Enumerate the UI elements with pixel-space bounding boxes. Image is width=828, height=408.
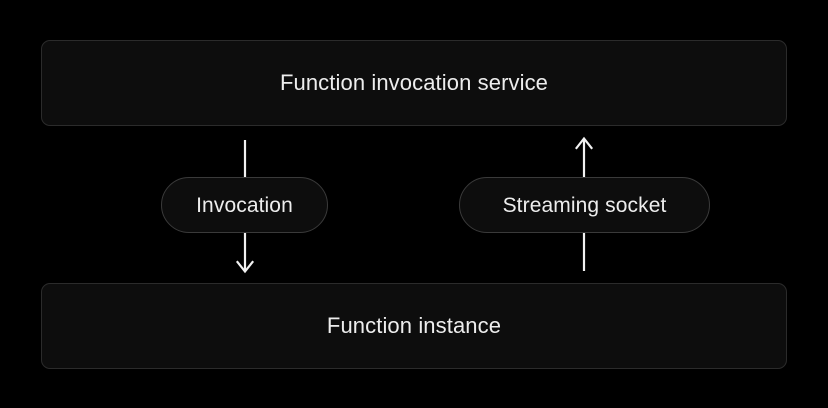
node-label-function-instance: Function instance	[326, 313, 502, 338]
node-label-function-invocation-service: Function invocation service	[279, 70, 549, 95]
connector-invocation-to-instance	[235, 232, 255, 274]
connector-streaming-socket-to-service	[574, 136, 594, 177]
node-function-invocation-service: Function invocation service	[41, 40, 787, 126]
node-function-instance: Function instance	[41, 283, 787, 369]
node-streaming-socket: Streaming socket	[459, 177, 710, 233]
node-invocation: Invocation	[161, 177, 328, 233]
node-label-streaming-socket: Streaming socket	[502, 193, 667, 217]
node-label-invocation: Invocation	[196, 193, 293, 217]
